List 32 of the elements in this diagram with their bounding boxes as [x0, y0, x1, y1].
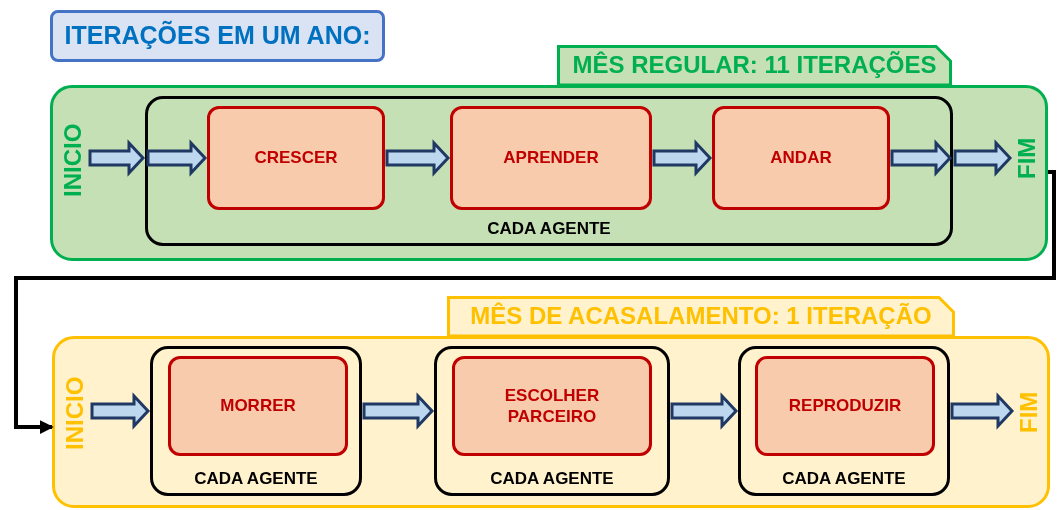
start-label: INICIO: [58, 110, 88, 210]
block-arrow: [90, 392, 151, 430]
block-arrow: [950, 392, 1015, 430]
group-caption: CADA AGENTE: [193, 467, 319, 490]
start-label: INICIO: [60, 366, 90, 460]
block-arrow: [652, 139, 713, 177]
block-arrow: [88, 139, 146, 177]
end-label: FIM: [1012, 118, 1042, 198]
block-arrow: [890, 139, 953, 177]
end-label: FIM: [1014, 380, 1044, 444]
title-box: ITERAÇÕES EM UM ANO:: [50, 10, 385, 62]
process-box: ANDAR: [712, 106, 890, 210]
block-arrow: [362, 392, 435, 430]
connector-arrow: [14, 170, 1056, 434]
block-arrow: [385, 139, 451, 177]
block-arrow: [670, 392, 739, 430]
tab-label: MÊS DE ACASALAMENTO: 1 ITERAÇÃO: [447, 296, 955, 336]
process-box: APRENDER: [450, 106, 652, 210]
group-caption: CADA AGENTE: [489, 467, 615, 490]
group-caption: CADA AGENTE: [781, 467, 907, 490]
agent-group-box: [738, 346, 950, 496]
block-arrow: [146, 139, 208, 177]
agent-group-box: [150, 346, 362, 496]
process-box: ESCOLHER PARCEIRO: [452, 356, 652, 456]
agent-group-box: [145, 96, 953, 246]
group-caption: CADA AGENTE: [486, 217, 612, 240]
process-box: MORRER: [168, 356, 348, 456]
process-box: CRESCER: [207, 106, 385, 210]
agent-group-box: [434, 346, 670, 496]
process-box: REPRODUZIR: [755, 356, 935, 456]
tab-label: MÊS REGULAR: 11 ITERAÇÕES: [557, 45, 952, 85]
block-arrow: [953, 139, 1013, 177]
